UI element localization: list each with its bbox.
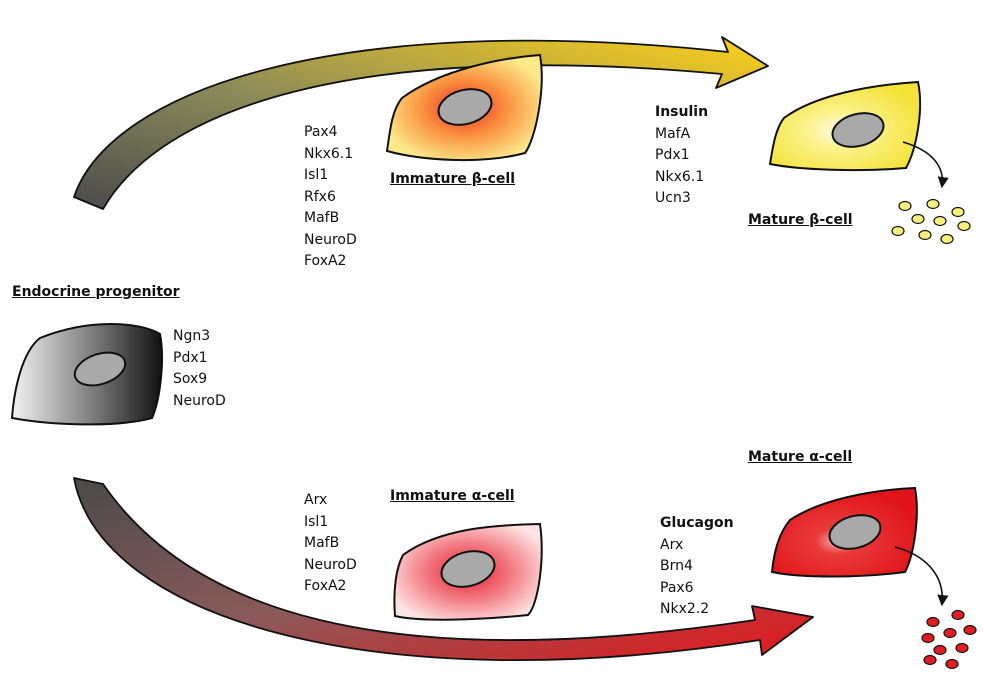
progenitor-cell	[12, 324, 162, 424]
marker: FoxA2	[304, 251, 357, 273]
marker: Pdx1	[173, 348, 226, 370]
immature-alpha-marker-list: Arx Isl1 MafB NeuroD FoxA2	[304, 490, 357, 598]
insulin-granules	[892, 200, 970, 244]
marker: Nkx2.2	[660, 599, 734, 621]
marker: Isl1	[304, 512, 357, 534]
marker: MafB	[304, 533, 357, 555]
marker: MafA	[655, 124, 708, 146]
marker: NeuroD	[304, 230, 357, 252]
immature-alpha-label: Immature α-cell	[390, 488, 515, 504]
marker: Sox9	[173, 369, 226, 391]
marker: FoxA2	[304, 576, 357, 598]
marker: Arx	[660, 535, 734, 557]
marker: MafB	[304, 208, 357, 230]
mature-alpha-marker-list: Glucagon Arx Brn4 Pax6 Nkx2.2	[660, 513, 734, 621]
marker: Arx	[304, 490, 357, 512]
marker: Nkx6.1	[304, 144, 357, 166]
marker: Pdx1	[655, 145, 708, 167]
marker: Nkx6.1	[655, 167, 708, 189]
mature-alpha-label: Mature α-cell	[748, 449, 852, 465]
mature-beta-label: Mature β-cell	[748, 212, 853, 228]
immature-beta-marker-list: Pax4 Nkx6.1 Isl1 Rfx6 MafB NeuroD FoxA2	[304, 122, 357, 273]
mature-beta-cell	[770, 82, 942, 186]
hormone-marker: Insulin	[655, 102, 708, 124]
marker: Ucn3	[655, 188, 708, 210]
marker: NeuroD	[304, 555, 357, 577]
marker: Isl1	[304, 165, 357, 187]
immature-beta-label: Immature β-cell	[390, 171, 515, 187]
progenitor-marker-list: Ngn3 Pdx1 Sox9 NeuroD	[173, 326, 226, 412]
mature-beta-marker-list: Insulin MafA Pdx1 Nkx6.1 Ucn3	[655, 102, 708, 210]
hormone-marker: Glucagon	[660, 513, 734, 535]
endocrine-progenitor-label: Endocrine progenitor	[12, 284, 180, 300]
marker: Ngn3	[173, 326, 226, 348]
marker: Pax6	[660, 578, 734, 600]
marker: NeuroD	[173, 391, 226, 413]
mature-alpha-cell	[772, 488, 942, 604]
immature-alpha-cell	[394, 524, 541, 620]
glucagon-granules	[922, 611, 976, 669]
marker: Brn4	[660, 556, 734, 578]
marker: Pax4	[304, 122, 357, 144]
marker: Rfx6	[304, 187, 357, 209]
